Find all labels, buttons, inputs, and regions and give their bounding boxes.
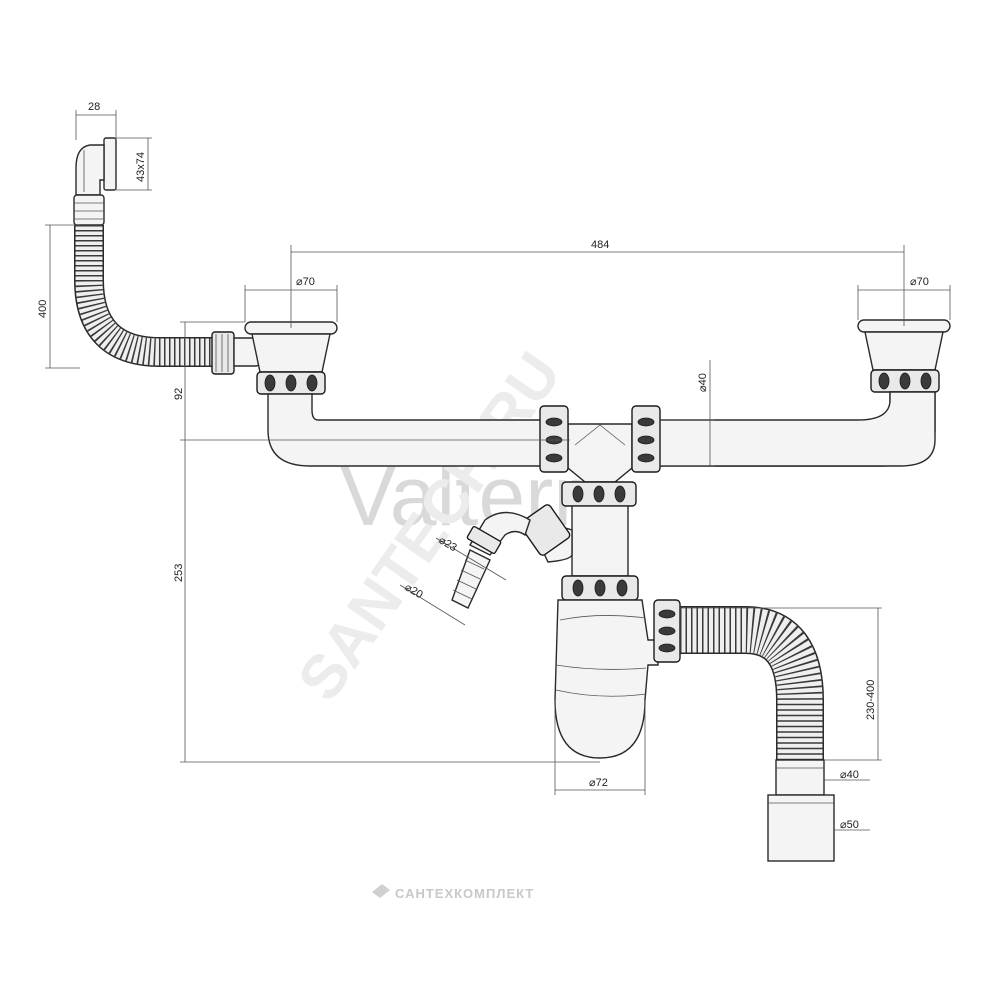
company-logo: САНТЕХКОМПЛЕКТ (372, 884, 534, 901)
dim-hose-height: 400 (37, 300, 49, 318)
dim-overflow-width: 28 (88, 101, 100, 113)
dim-overflow-plate: 43x74 (135, 152, 147, 182)
dim-pipe: ⌀40 (697, 373, 709, 392)
left-drain (244, 321, 338, 395)
dim-trap: ⌀72 (589, 777, 608, 789)
dim-right-drain: ⌀70 (910, 276, 929, 288)
dim-92: 92 (173, 388, 185, 400)
bottle-trap (554, 575, 659, 759)
overflow-outlet (73, 137, 117, 226)
company-watermark: САНТЕХКОМПЛЕКТ (395, 886, 534, 901)
dim-left-drain: ⌀70 (296, 276, 315, 288)
right-drain (857, 319, 951, 393)
dim-outlet-40: ⌀40 (840, 769, 859, 781)
dim-253: 253 (173, 564, 185, 582)
dimension-lines (45, 110, 951, 831)
dim-drain-spacing: 484 (591, 239, 609, 251)
connecting-pipe (267, 391, 936, 467)
dim-flex-range: 230-400 (865, 680, 877, 720)
overflow-corrugated-hose (74, 225, 212, 367)
outlet-corrugated-hose (653, 599, 835, 862)
tee-fitting (539, 405, 661, 507)
riser-and-side-inlet (451, 504, 629, 609)
dim-outlet-50: ⌀50 (840, 819, 859, 831)
